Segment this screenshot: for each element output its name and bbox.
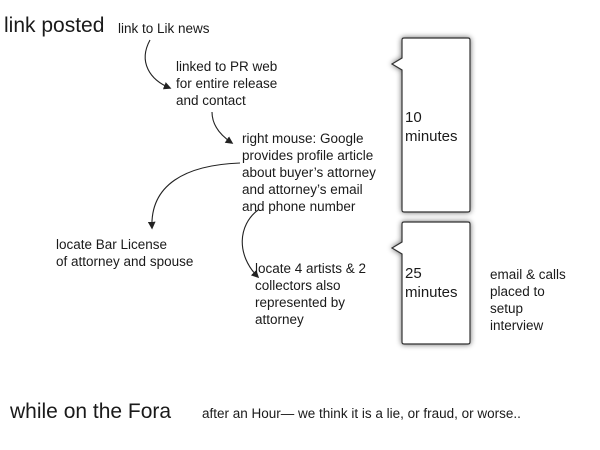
step-email-calls: email & calls placed to setup interview xyxy=(490,267,566,333)
step-pr-web: linked to PR web for entire release and … xyxy=(176,59,278,108)
footer-title: while on the Fora xyxy=(10,400,172,423)
arrow-step3-to-step5 xyxy=(241,209,260,279)
callout-box-25-minutes xyxy=(390,221,471,345)
arrow-step1-to-step2 xyxy=(144,39,172,90)
arrow-step2-to-step3 xyxy=(211,111,234,144)
step-link-to-news: link to Lik news xyxy=(118,21,210,36)
step-bar-license: locate Bar License of attorney and spous… xyxy=(56,237,194,269)
footer-note: after an Hour— we think it is a lie, or … xyxy=(202,406,521,421)
callout-box-10-minutes xyxy=(390,37,471,213)
callout-25-minutes-label: 25 minutes xyxy=(405,265,458,301)
step-artists-collectors: locate 4 artists & 2 collectors also rep… xyxy=(255,261,367,327)
diagram-title: link posted xyxy=(4,14,105,37)
step-google-profile: right mouse: Google provides profile art… xyxy=(242,131,376,214)
callout-10-minutes-label: 10 minutes xyxy=(405,109,458,145)
arrow-step3-to-step4 xyxy=(147,162,241,230)
